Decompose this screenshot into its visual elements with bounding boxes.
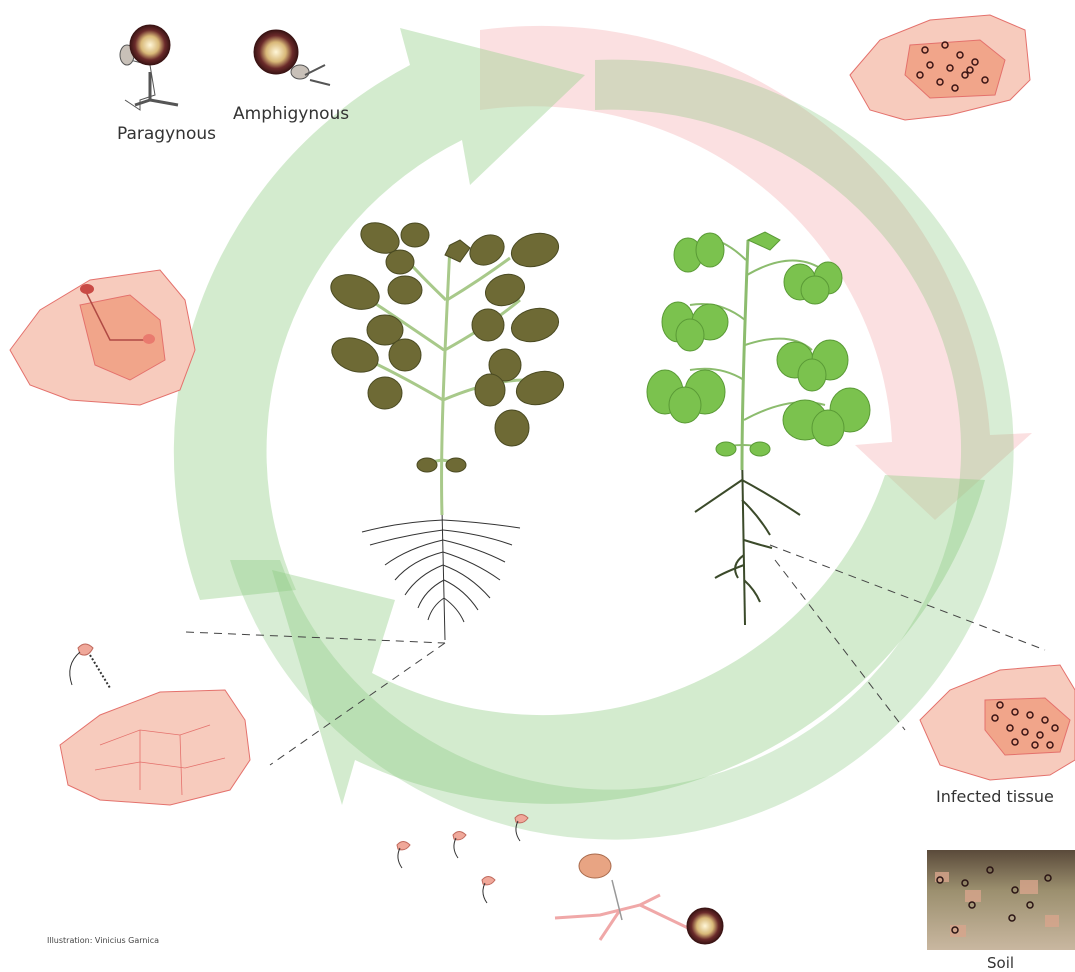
leaf bbox=[812, 410, 844, 446]
leaf bbox=[508, 303, 563, 346]
amphigynous-label: Amphigynous bbox=[233, 104, 349, 124]
infected-tissue-left bbox=[10, 270, 195, 405]
leaf bbox=[696, 233, 724, 267]
infected-tissue-top-right bbox=[850, 15, 1030, 120]
soil-label: Soil bbox=[987, 954, 1014, 972]
leaf bbox=[417, 458, 437, 472]
paragynous-oospore bbox=[120, 25, 178, 110]
healthy-tissue-bottom-left bbox=[60, 690, 250, 805]
leaf-bud bbox=[748, 232, 780, 250]
zoospore-left bbox=[70, 644, 110, 688]
leaf bbox=[401, 223, 429, 247]
leaf bbox=[388, 276, 422, 304]
leaf bbox=[676, 319, 704, 351]
leaf bbox=[495, 410, 529, 446]
leaf bbox=[472, 309, 504, 341]
leaf bbox=[368, 377, 402, 409]
germinating-oospore bbox=[555, 854, 723, 944]
leaf bbox=[386, 250, 414, 274]
healthy-plant bbox=[326, 217, 567, 640]
leaf bbox=[750, 442, 770, 456]
leaf bbox=[669, 387, 701, 423]
soil-block bbox=[927, 850, 1075, 950]
diseased-plant-leaves bbox=[647, 232, 870, 456]
amphigynous-oospore bbox=[254, 30, 330, 85]
leaf bbox=[508, 228, 563, 271]
paragynous-label: Paragynous bbox=[117, 124, 216, 144]
leaf bbox=[446, 458, 466, 472]
leaf bbox=[475, 374, 505, 406]
infected-tissue-bottom-right bbox=[920, 665, 1075, 780]
leaf bbox=[481, 269, 529, 311]
leaf bbox=[326, 268, 384, 315]
cycle-arrows bbox=[174, 26, 1032, 840]
leaf bbox=[389, 339, 421, 371]
diseased-plant bbox=[647, 232, 870, 625]
leaf bbox=[798, 359, 826, 391]
infected-tissue-label: Infected tissue bbox=[936, 787, 1054, 806]
leaf bbox=[513, 366, 568, 409]
illustration-credit: Illustration: Vinicius Garnica bbox=[47, 936, 159, 945]
leaf bbox=[801, 276, 829, 304]
leaf bbox=[716, 442, 736, 456]
diseased-plant-roots bbox=[695, 450, 800, 625]
